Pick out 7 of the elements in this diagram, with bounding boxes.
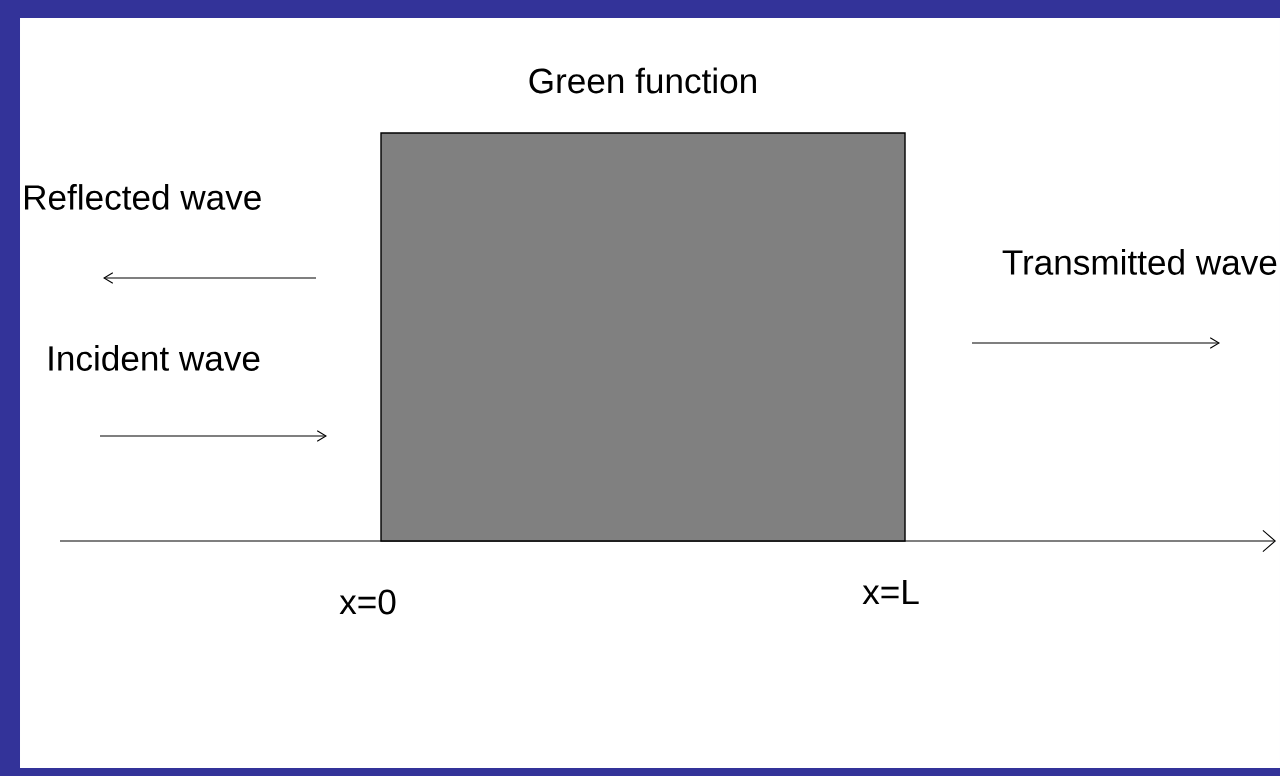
block-box — [380, 67, 906, 542]
heading: Green function — [529, 67, 756, 94]
label: Reflected wave — [25, 184, 261, 210]
label: Incident wave — [49, 345, 260, 371]
label: Transmitted wave — [1002, 249, 1277, 275]
label: x=L — [862, 579, 919, 605]
label: x=0 — [339, 589, 396, 615]
